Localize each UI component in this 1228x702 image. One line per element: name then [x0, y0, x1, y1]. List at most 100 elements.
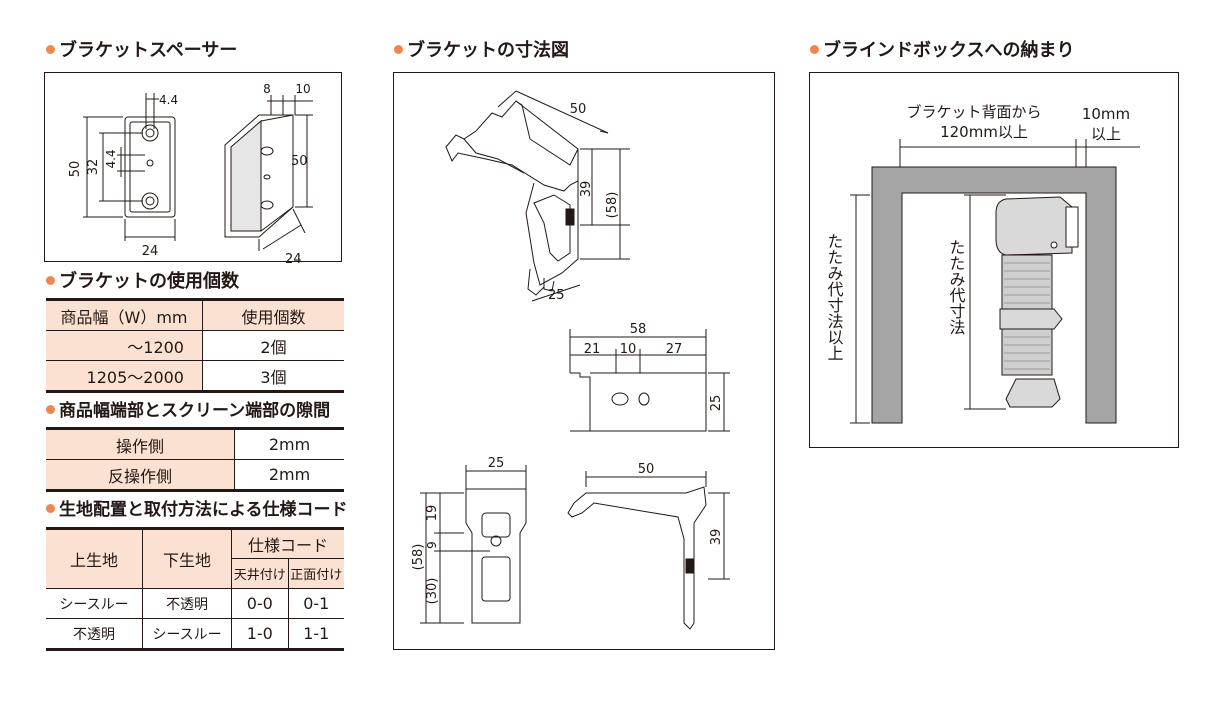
bullet-dot — [46, 503, 55, 513]
dim-iso-25: 25 — [548, 288, 565, 303]
spacer-heading-text: ブラケットスペーサー — [59, 40, 238, 61]
table-row: ～1200 2個 — [46, 330, 344, 361]
bullet-dot — [810, 44, 819, 54]
dim-32: 32 — [86, 159, 101, 176]
bracket-front-hole — [490, 535, 502, 547]
dim-50-side: 50 — [291, 154, 308, 169]
dim-4-4-top: 4.4 — [159, 93, 178, 107]
bracket-iso-body — [525, 181, 579, 286]
dimension-heading-text: ブラケットの寸法図 — [407, 40, 569, 61]
bullet-dot — [394, 44, 403, 54]
bracket-diagram-frame: 50 39 (58) 25 58 21 10 27 25 25 19 9 (58… — [393, 72, 775, 650]
code-cell-ceiling: 0-0 — [231, 588, 289, 619]
spacer-side-face — [230, 119, 262, 232]
dim-50-front: 50 — [68, 161, 83, 178]
code-table: 上生地 下生地 仕様コード 天井付け 正面付け シースルー 不透明 0-0 0-… — [46, 527, 344, 651]
blindbox-diagram: ブラケット背面から 120mm以上 10mm 以上 たたみ代寸法以上 たたみ代寸… — [825, 103, 1140, 424]
bracket-front-view — [465, 488, 527, 624]
dim-top-58: 58 — [630, 322, 647, 337]
bracket-side-view — [567, 486, 707, 630]
spacer-front-plate — [124, 116, 176, 218]
fold-left-label: たたみ代寸法以上 — [825, 233, 844, 361]
gap-heading: 商品幅端部とスクリーン端部の隙間 — [46, 400, 330, 422]
dim-24-front: 24 — [142, 244, 159, 259]
spacer-hole-top-inner — [145, 128, 155, 138]
bullet-dot — [46, 44, 55, 54]
spacer-hole-top — [141, 124, 159, 142]
dim-front-25: 25 — [488, 456, 505, 471]
dim-front-58: (58) — [411, 544, 426, 571]
spacer-heading: ブラケットスペーサー — [46, 40, 237, 62]
back-distance-line2: 120mm以上 — [940, 123, 1028, 141]
table-row: 1205～2000 3個 — [46, 360, 344, 393]
code-header-ceiling: 天井付け — [231, 558, 289, 589]
bracket-diagram: 50 39 (58) 25 58 21 10 27 25 25 19 9 (58… — [411, 90, 730, 630]
bracket-top-view — [570, 372, 707, 432]
spacer-diagram-frame: 4.4 50 32 4.4 24 8 10 50 24 — [44, 72, 342, 267]
usage-header-count: 使用個数 — [202, 298, 344, 331]
back-distance-line1: ブラケット背面から — [906, 103, 1041, 121]
dim-side-39: 39 — [709, 529, 724, 546]
gap-distance-line1: 10mm — [1082, 105, 1130, 123]
dim-top-25: 25 — [709, 395, 724, 412]
code-cell-front: 0-1 — [287, 588, 344, 619]
code-heading: 生地配置と取付方法による仕様コード — [46, 499, 348, 521]
dim-8: 8 — [263, 82, 271, 96]
spacer-hole-mid — [146, 159, 154, 167]
spacer-side-hole-2 — [260, 200, 274, 210]
gap-distance-line2: 以上 — [1091, 125, 1121, 143]
code-cell-upper: 不透明 — [46, 618, 143, 651]
gap-heading-text: 商品幅端部とスクリーン端部の隙間 — [59, 401, 331, 421]
code-cell-front: 1-1 — [287, 618, 344, 651]
bullet-dot — [46, 404, 55, 414]
table-row: 上生地 下生地 仕様コード — [46, 527, 344, 589]
bracket-mount — [1065, 206, 1079, 248]
usage-table: 商品幅（W）mm 使用個数 ～1200 2個 1205～2000 3個 — [46, 298, 344, 393]
fold-inner-label: たたみ代寸法 — [947, 239, 966, 335]
dim-24-side: 24 — [285, 252, 302, 263]
blind-box-frame — [871, 166, 1117, 424]
bracket-iso-top — [445, 100, 579, 192]
table-row: 天井付け 正面付け — [46, 558, 344, 589]
spacer-side-hole-1 — [260, 146, 274, 156]
usage-row-count: 3個 — [202, 360, 344, 393]
bracket-top-hole-1 — [611, 392, 629, 406]
usage-row-count: 2個 — [202, 330, 344, 361]
gap-value: 2mm — [234, 427, 344, 460]
bottom-bar — [1005, 378, 1061, 408]
table-row: シースルー 不透明 0-0 0-1 — [46, 588, 344, 619]
middle-bar — [999, 308, 1063, 330]
code-header-lower: 下生地 — [142, 527, 232, 589]
bullet-dot — [46, 275, 55, 285]
code-heading-text: 生地配置と取付方法による仕様コード — [59, 500, 348, 520]
spacer-front-inner — [129, 121, 171, 213]
gap-table: 操作側 2mm 反操作側 2mm — [46, 427, 344, 492]
table-row: 反操作側 2mm — [46, 459, 344, 492]
code-cell-upper: シースルー — [46, 588, 143, 619]
dim-top-21: 21 — [584, 342, 601, 357]
usage-heading-text: ブラケットの使用個数 — [59, 271, 239, 292]
blindbox-diagram-frame: ブラケット背面から 120mm以上 10mm 以上 たたみ代寸法以上 たたみ代寸… — [809, 72, 1179, 448]
usage-row-width: 1205～2000 — [46, 360, 203, 393]
dim-iso-58: (58) — [605, 192, 620, 219]
code-header-code: 仕様コード — [231, 527, 344, 559]
usage-heading: ブラケットの使用個数 — [46, 271, 239, 293]
bracket-top-hole-2 — [638, 392, 650, 406]
table-row: 不透明 シースルー 1-0 1-1 — [46, 618, 344, 651]
dim-front-9: 9 — [425, 541, 439, 549]
box-heading-text: ブラインドボックスへの納まり — [823, 40, 1075, 61]
dim-iso-50: 50 — [570, 102, 587, 117]
gap-side-label: 操作側 — [46, 427, 235, 460]
dim-top-27: 27 — [666, 342, 683, 357]
spacer-hole-bottom-inner — [145, 196, 155, 206]
dim-front-19: 19 — [425, 505, 440, 522]
gap-value: 2mm — [234, 459, 344, 492]
spacer-hole-bottom — [141, 192, 159, 210]
dim-4-4-mid: 4.4 — [104, 149, 118, 168]
head-rail — [995, 196, 1073, 256]
dim-iso-39: 39 — [579, 181, 594, 198]
dim-side-50: 50 — [638, 462, 655, 477]
code-header-front: 正面付け — [287, 558, 344, 589]
gap-side-label: 反操作側 — [46, 459, 235, 492]
spacer-diagram: 4.4 50 32 4.4 24 8 10 50 24 — [68, 82, 313, 267]
